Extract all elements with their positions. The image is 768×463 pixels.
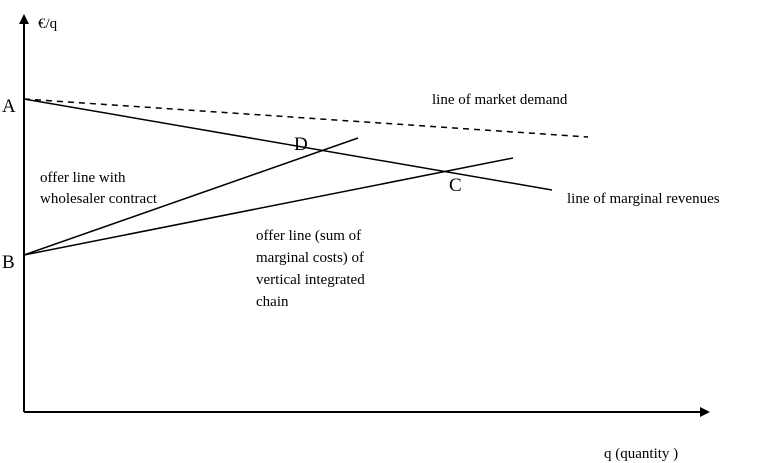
point-c-label: C [449, 175, 462, 196]
integrated-offer-line [23, 157, 514, 256]
point-a-label: A [2, 96, 16, 117]
x-axis-label: q (quantity ) [604, 446, 678, 462]
point-d-label: D [294, 134, 308, 155]
integrated-offer-label-line2: marginal costs) of [256, 250, 364, 266]
marginal-revenue-line [23, 98, 553, 191]
wholesaler-offer-line [23, 137, 359, 256]
marginal-revenue-label: line of marginal revenues [567, 191, 720, 207]
point-b-label: B [2, 252, 15, 273]
y-axis-label: €/q [38, 16, 58, 32]
wholesaler-offer-label-line1: offer line with [40, 170, 126, 186]
integrated-offer-label-line3: vertical integrated [256, 272, 365, 288]
market-demand-label: line of market demand [432, 92, 568, 108]
integrated-offer-label-line4: chain [256, 294, 289, 310]
wholesaler-offer-label-line2: wholesaler contract [40, 191, 158, 207]
integrated-offer-label-line1: offer line (sum of [256, 228, 361, 244]
